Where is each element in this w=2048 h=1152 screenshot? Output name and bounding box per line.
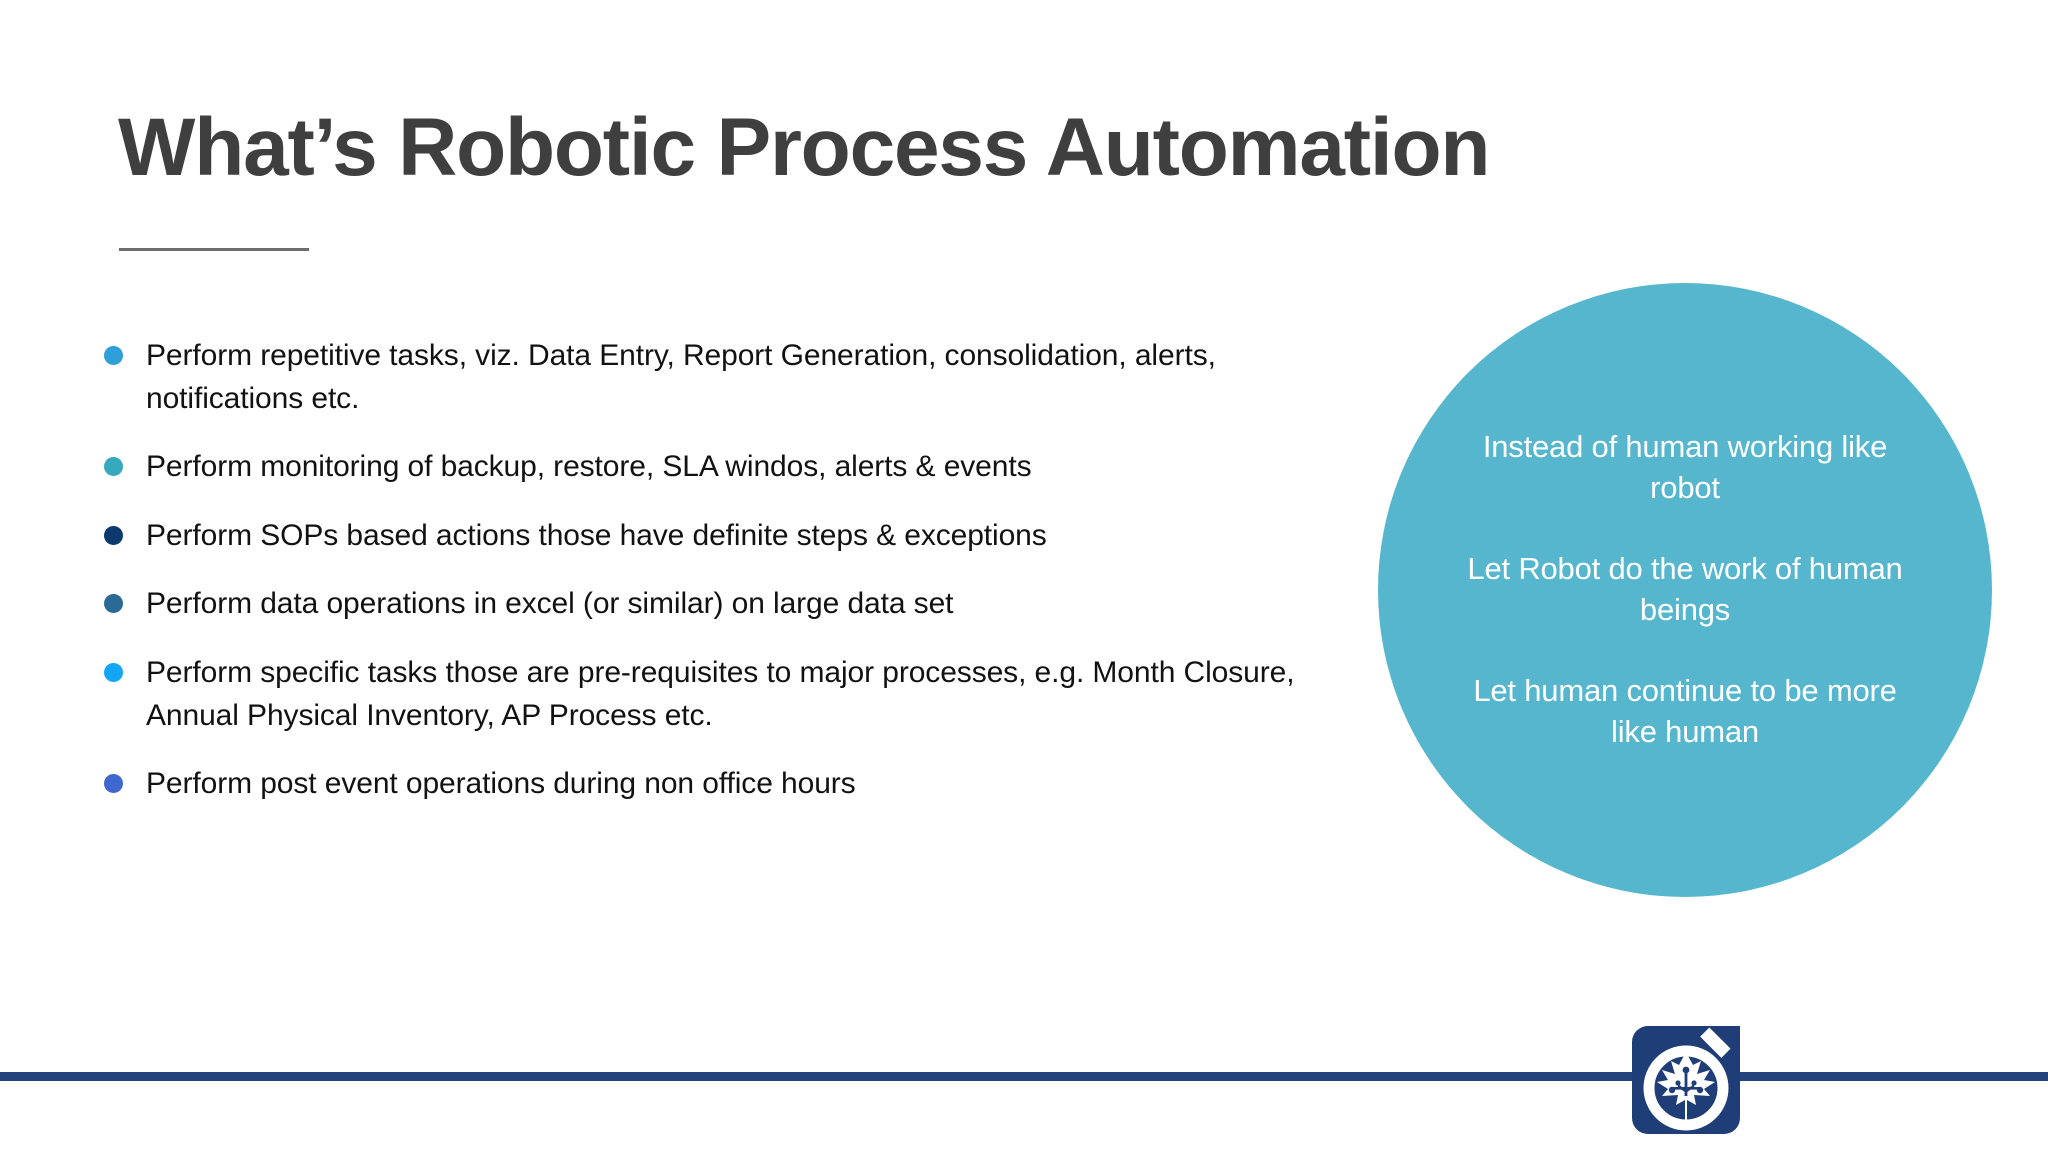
list-item: Perform data operations in excel (or sim… — [104, 583, 1334, 626]
list-item-label: Perform specific tasks those are pre-req… — [146, 655, 1295, 732]
page-title: What’s Robotic Process Automation — [118, 102, 1490, 193]
circle-callout-line: Let human continue to be more like human — [1473, 672, 1897, 749]
list-item: Perform specific tasks those are pre-req… — [104, 652, 1334, 737]
bullet-dot-icon — [104, 525, 123, 545]
list-item-label: Perform data operations in excel (or sim… — [146, 587, 954, 621]
list-item-label: Perform monitoring of backup, restore, S… — [146, 450, 1032, 484]
list-item: Perform monitoring of backup, restore, S… — [104, 446, 1334, 489]
bullet-dot-icon — [104, 662, 123, 682]
bullet-dot-icon — [104, 346, 123, 365]
title-underline-accent — [119, 248, 309, 251]
bullet-dot-icon — [104, 457, 123, 477]
list-item: Perform repetitive tasks, viz. Data Entr… — [104, 335, 1334, 420]
bullet-list: Perform repetitive tasks, viz. Data Entr… — [104, 335, 1334, 832]
list-item: Perform post event operations during non… — [104, 763, 1334, 806]
list-item-label: Perform SOPs based actions those have de… — [146, 518, 1047, 552]
list-item-label: Perform post event operations during non… — [146, 767, 856, 801]
footer-divider — [0, 1072, 2048, 1081]
list-item-label: Perform repetitive tasks, viz. Data Entr… — [146, 339, 1216, 415]
list-item: Perform SOPs based actions those have de… — [104, 515, 1334, 558]
maple-leaf-circuit-logo — [1614, 1008, 1758, 1152]
bullet-dot-icon — [104, 594, 123, 614]
bullet-dot-icon — [104, 774, 123, 794]
circle-callout-line: Let Robot do the work of human beings — [1467, 551, 1903, 627]
circle-callout-line: Instead of human working like robot — [1482, 429, 1888, 506]
circle-callout: Instead of human working like robot Let … — [1378, 283, 1992, 897]
